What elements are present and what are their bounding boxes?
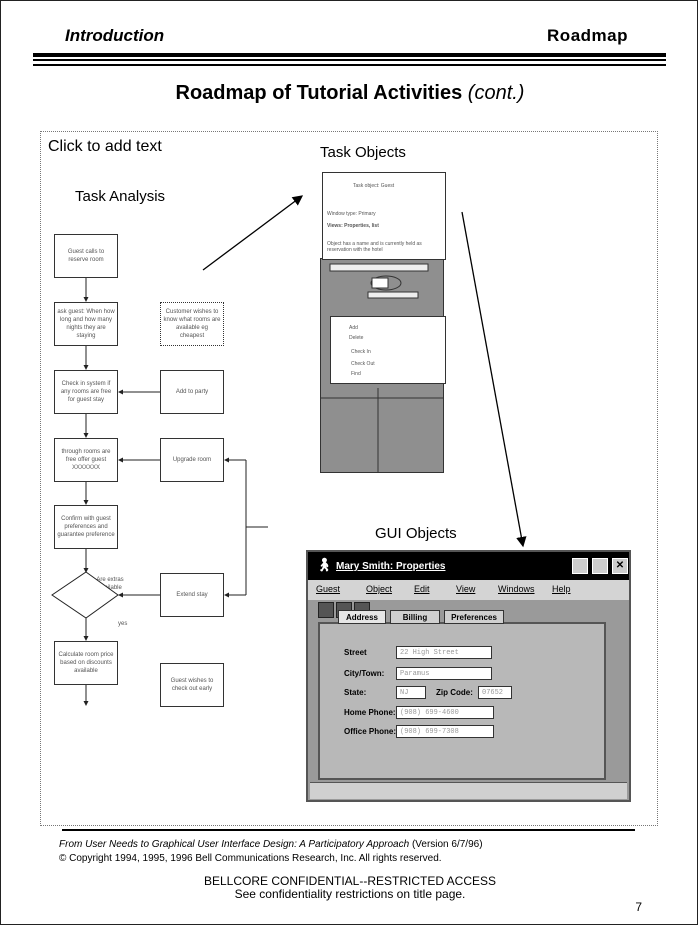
menu-help[interactable]: Help bbox=[552, 584, 571, 594]
gui-title-bar: 🚶︎ Mary Smith: Properties ✕ bbox=[308, 552, 629, 580]
footer-copyright: © Copyright 1994, 1995, 1996 Bell Commun… bbox=[59, 853, 442, 864]
flow-box-checkout-early: Guest wishes to check out early bbox=[160, 663, 224, 707]
header-rule-middle bbox=[33, 59, 666, 61]
header-topic: Roadmap bbox=[547, 26, 628, 45]
flow-box-ask-guest: ask guest: When how long and how many ni… bbox=[54, 302, 118, 346]
flow-box-confirm: Confirm with guest preferences and guara… bbox=[54, 505, 118, 549]
task-objects-label: Task Objects bbox=[320, 144, 406, 161]
office-phone-label: Office Phone: bbox=[344, 727, 397, 736]
page-title: Roadmap of Tutorial Activities (cont.) bbox=[175, 82, 525, 104]
toolbar-button-1[interactable] bbox=[318, 602, 334, 618]
gui-status-bar bbox=[310, 782, 627, 799]
task-analysis-label: Task Analysis bbox=[75, 188, 166, 205]
task-object-menu: Add Delete Check In Check Out Find bbox=[330, 316, 446, 384]
menu-view[interactable]: View bbox=[456, 584, 476, 594]
state-label: State: bbox=[344, 688, 367, 697]
flow-box-guest-calls: Guest calls to reserve room bbox=[54, 234, 118, 278]
content-placeholder[interactable] bbox=[40, 131, 658, 826]
close-icon[interactable]: ✕ bbox=[612, 558, 628, 574]
minimize-icon[interactable] bbox=[572, 558, 588, 574]
footer-confidential: BELLCORE CONFIDENTIAL--RESTRICTED ACCESS bbox=[203, 874, 497, 888]
street-label: Street bbox=[344, 648, 367, 657]
maximize-icon[interactable] bbox=[592, 558, 608, 574]
gui-tab-panel: Address Billing Preferences Street 22 Hi… bbox=[318, 610, 606, 780]
menu-object[interactable]: Object bbox=[366, 584, 393, 594]
state-field[interactable]: NJ bbox=[396, 686, 426, 699]
gui-menu-bar: Guest Object Edit View Windows Help bbox=[308, 580, 629, 600]
tab-billing[interactable]: Billing bbox=[390, 610, 440, 624]
office-phone-field[interactable]: (908) 699-7308 bbox=[396, 725, 494, 738]
home-phone-field[interactable]: (908) 699-4600 bbox=[396, 706, 494, 719]
tab-preferences[interactable]: Preferences bbox=[444, 610, 504, 624]
task-object-card: Task object: Guest Window type: Primary … bbox=[322, 172, 446, 260]
flow-box-add-party: Add to party bbox=[160, 370, 224, 414]
flow-box-offer-guest: through rooms are free offer guest XXXXX… bbox=[54, 438, 118, 482]
city-label: City/Town: bbox=[344, 669, 385, 678]
flow-decision-text: Are extras available bbox=[96, 577, 124, 591]
zip-label: Zip Code: bbox=[436, 688, 473, 697]
flow-box-check-system: Check in system if any rooms are free fo… bbox=[54, 370, 118, 414]
header-section: Introduction bbox=[65, 26, 165, 45]
flow-yes-label: yes bbox=[118, 621, 128, 627]
person-icon: 🚶︎ bbox=[316, 557, 333, 572]
flow-box-extend: Extend stay bbox=[160, 573, 224, 617]
header-rule-bottom bbox=[33, 64, 666, 66]
header-rule-thick bbox=[33, 53, 666, 57]
page-number: 7 bbox=[635, 900, 642, 914]
footer-citation: From User Needs to Graphical User Interf… bbox=[59, 839, 483, 850]
gui-objects-label: GUI Objects bbox=[375, 525, 457, 542]
menu-guest[interactable]: Guest bbox=[316, 584, 341, 594]
flow-box-upgrade: Upgrade room bbox=[160, 438, 224, 482]
flow-box-customer-wishes: Customer wishes to know what rooms are a… bbox=[160, 302, 224, 346]
footer-restrictions: See confidentiality restrictions on titl… bbox=[234, 887, 466, 901]
tab-address[interactable]: Address bbox=[338, 610, 386, 624]
home-phone-label: Home Phone: bbox=[344, 708, 396, 717]
click-to-add-text[interactable]: Click to add text bbox=[48, 138, 162, 155]
zip-field[interactable]: 07652 bbox=[478, 686, 512, 699]
street-field[interactable]: 22 High Street bbox=[396, 646, 492, 659]
city-field[interactable]: Paramus bbox=[396, 667, 492, 680]
flow-box-calculate: Calculate room price based on discounts … bbox=[54, 641, 118, 685]
gui-properties-window: 🚶︎ Mary Smith: Properties ✕ Guest Object… bbox=[306, 550, 631, 802]
footer-rule bbox=[62, 829, 635, 831]
menu-windows[interactable]: Windows bbox=[498, 584, 535, 594]
menu-edit[interactable]: Edit bbox=[414, 584, 430, 594]
